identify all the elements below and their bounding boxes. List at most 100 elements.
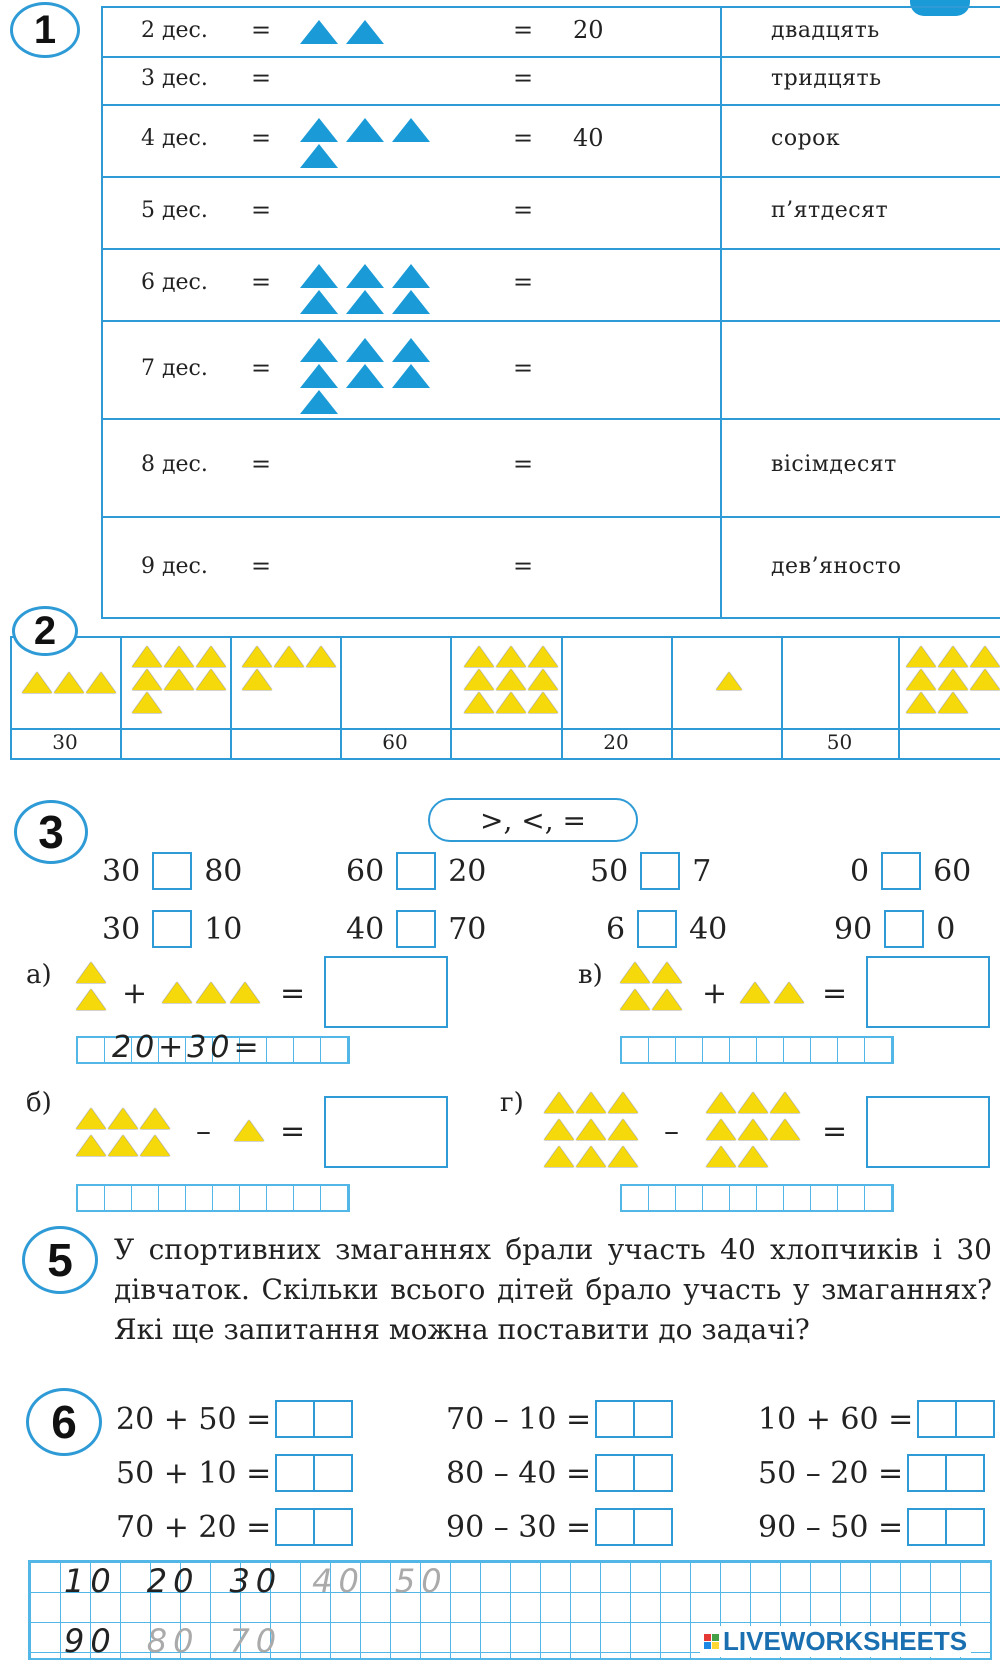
comparison-answer-box[interactable] bbox=[881, 852, 922, 890]
equals-sign: = bbox=[251, 268, 272, 296]
triangle-icon bbox=[576, 1119, 606, 1140]
comparison-answer-box[interactable] bbox=[884, 910, 925, 948]
comparison-answer-box[interactable] bbox=[640, 852, 681, 890]
table-row: 9 дес. = = дев’яносто bbox=[103, 516, 1000, 619]
triangle-icon bbox=[300, 118, 338, 142]
answer-digits-box[interactable] bbox=[595, 1454, 674, 1492]
row-label: 6 дес. bbox=[141, 270, 208, 295]
triangle-icon bbox=[164, 669, 194, 690]
equals-sign: = bbox=[822, 1114, 848, 1149]
table-row: 2 дес. = = 20 двадцять bbox=[103, 6, 1000, 58]
comparison-answer-box[interactable] bbox=[396, 852, 437, 890]
triangle-icon bbox=[706, 1146, 736, 1167]
triangle-icon bbox=[234, 1120, 264, 1141]
blue-triangles-6 bbox=[300, 264, 430, 314]
answer-digits-box[interactable] bbox=[907, 1508, 986, 1546]
yellow-triangles-b-right bbox=[234, 1120, 264, 1141]
comparison-answer-box[interactable] bbox=[396, 910, 437, 948]
yellow-triangles-3 bbox=[22, 672, 116, 693]
triangle-icon bbox=[306, 646, 336, 667]
yellow-triangles-v-left bbox=[620, 962, 682, 1010]
row-label: 8 дес. bbox=[141, 452, 208, 477]
section2-cell bbox=[561, 636, 673, 728]
triangle-icon bbox=[300, 264, 338, 288]
triangle-icon bbox=[528, 669, 558, 690]
section2-cell bbox=[450, 636, 563, 728]
answer-box-g[interactable] bbox=[866, 1096, 990, 1168]
triangle-icon bbox=[970, 669, 1000, 690]
writing-grid-g[interactable] bbox=[620, 1184, 894, 1212]
answer-digits-box[interactable] bbox=[595, 1508, 674, 1546]
row-label: 5 дес. bbox=[141, 198, 208, 223]
expression-text: 90 – 30 = bbox=[446, 1509, 592, 1545]
answer-digits-box[interactable] bbox=[275, 1400, 354, 1438]
exercise-number-1: 1 bbox=[10, 2, 80, 58]
triangle-icon bbox=[906, 669, 936, 690]
answer-digits-box[interactable] bbox=[907, 1454, 986, 1492]
triangle-icon bbox=[300, 290, 338, 314]
table-row: 4 дес. = = 40 сорок bbox=[103, 104, 1000, 178]
table-row: 6 дес. = = bbox=[103, 248, 1000, 322]
cmp-right: 10 bbox=[204, 911, 243, 947]
triangle-icon bbox=[970, 646, 1000, 667]
section2-number: 50 bbox=[826, 730, 853, 754]
answer-digits-box[interactable] bbox=[275, 1508, 354, 1546]
triangle-icon bbox=[242, 646, 272, 667]
triangle-icon bbox=[140, 1108, 170, 1129]
triangle-icon bbox=[938, 646, 968, 667]
cmp-left: 0 bbox=[850, 853, 870, 889]
triangle-icon bbox=[76, 989, 106, 1010]
equals-sign: = bbox=[280, 1114, 306, 1149]
handwriting-row-1: 10 20 30 40 50 bbox=[64, 1562, 448, 1600]
triangle-icon bbox=[230, 982, 260, 1003]
liveworksheets-watermark: LIVEWORKSHEETS bbox=[700, 1626, 972, 1657]
comparison-answer-box[interactable] bbox=[152, 910, 193, 948]
comparison-answer-box[interactable] bbox=[152, 852, 193, 890]
section2-bottom-dividers bbox=[0, 728, 1000, 760]
triangle-icon bbox=[464, 692, 494, 713]
expression: 80 – 40 = bbox=[446, 1454, 674, 1492]
expression-text: 50 – 20 = bbox=[758, 1455, 904, 1491]
triangle-icon bbox=[906, 692, 936, 713]
cmp-right: 0 bbox=[936, 911, 956, 947]
answer-digits-box[interactable] bbox=[275, 1454, 354, 1492]
expression-text: 70 – 10 = bbox=[446, 1401, 592, 1437]
triangle-icon bbox=[706, 1119, 736, 1140]
expression: 70 – 10 = bbox=[446, 1400, 674, 1438]
task-label-g: г) bbox=[500, 1088, 524, 1118]
triangle-icon bbox=[738, 1092, 768, 1113]
triangle-icon bbox=[528, 692, 558, 713]
equals-sign: = bbox=[251, 450, 272, 478]
writing-grid-b[interactable] bbox=[76, 1184, 350, 1212]
cmp-right: 80 bbox=[204, 853, 243, 889]
expression: 50 + 10 = bbox=[116, 1454, 354, 1492]
answer-box-b[interactable] bbox=[324, 1096, 448, 1168]
signs-label: >, <, = bbox=[480, 803, 586, 837]
triangle-icon bbox=[76, 1135, 106, 1156]
answer-digits-box[interactable] bbox=[595, 1400, 674, 1438]
cmp-left: 40 bbox=[346, 911, 385, 947]
handwritten-hint: 20+30= bbox=[112, 1030, 263, 1065]
expression-text: 90 – 50 = bbox=[758, 1509, 904, 1545]
yellow-triangles-1 bbox=[716, 672, 742, 690]
answer-box-a[interactable] bbox=[324, 956, 448, 1028]
row-label: 7 дес. bbox=[141, 356, 208, 381]
answer-digits-box[interactable] bbox=[917, 1400, 996, 1438]
answer-box-v[interactable] bbox=[866, 956, 990, 1028]
writing-grid-a[interactable] bbox=[76, 1036, 350, 1064]
triangle-icon bbox=[738, 1146, 768, 1167]
cmp-right: 7 bbox=[692, 853, 712, 889]
triangle-icon bbox=[132, 646, 162, 667]
cmp-right: 20 bbox=[448, 853, 487, 889]
word-problem-text: У спортивних змаганнях брали участь 40 х… bbox=[114, 1233, 992, 1346]
triangle-icon bbox=[652, 962, 682, 983]
row-word: п’ятдесят bbox=[771, 198, 889, 223]
expression-text: 50 + 10 = bbox=[116, 1455, 272, 1491]
expression-text: 20 + 50 = bbox=[116, 1401, 272, 1437]
triangle-icon bbox=[132, 669, 162, 690]
triangle-icon bbox=[346, 364, 384, 388]
writing-grid-v[interactable] bbox=[620, 1036, 894, 1064]
comparison-answer-box[interactable] bbox=[637, 910, 678, 948]
table-row: 3 дес. = = тридцять bbox=[103, 56, 1000, 106]
